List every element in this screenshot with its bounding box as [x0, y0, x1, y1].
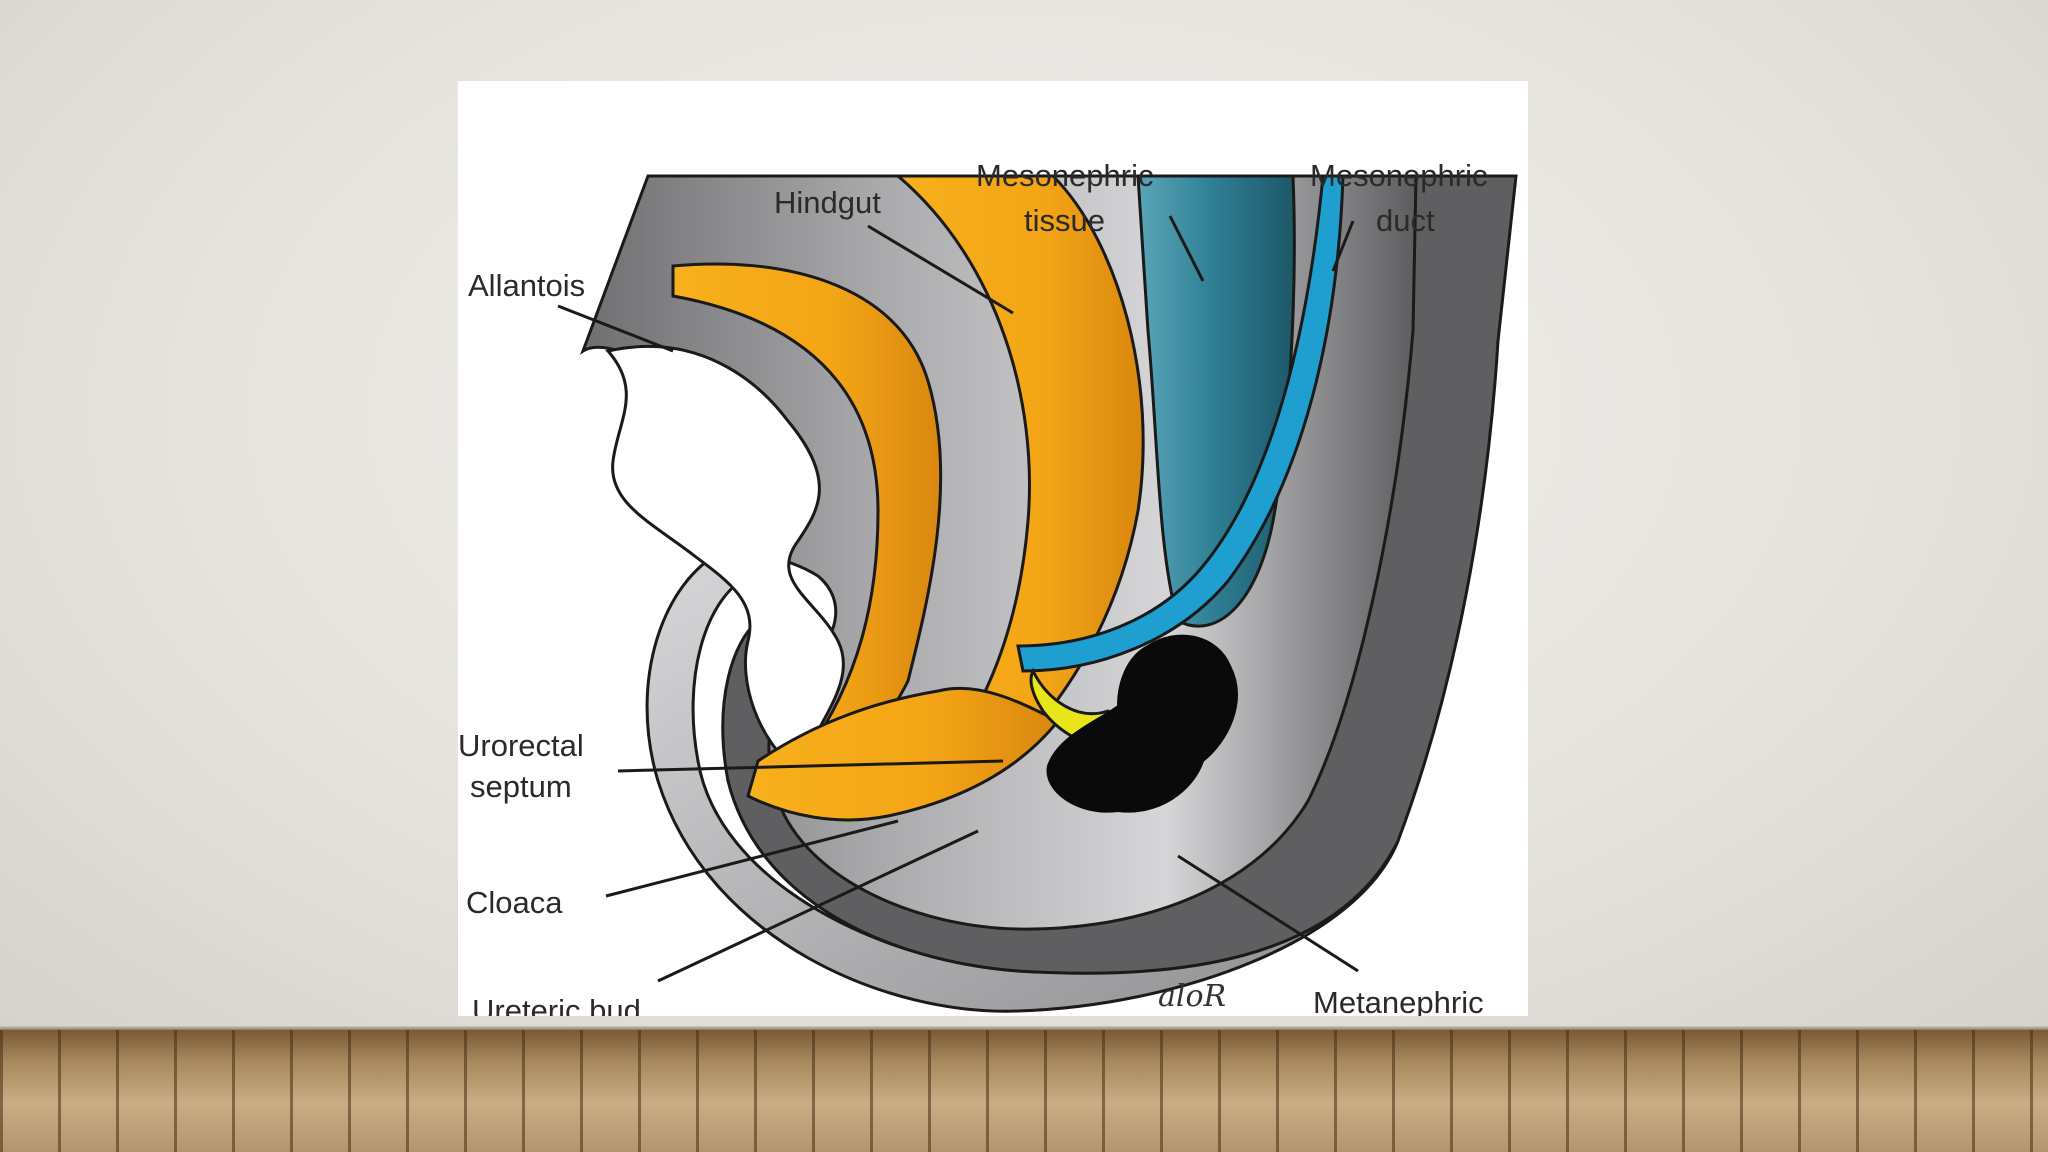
label-mesonephric-tissue-line1: Mesonephric — [976, 158, 1153, 193]
label-mesonephric-tissue-line2: tissue — [1024, 203, 1105, 238]
label-ureteric-bud: Ureteric bud — [472, 993, 641, 1016]
mesonephric-duct — [1016, 174, 1345, 673]
label-mesonephric-duct-line1: Mesonephric — [1310, 158, 1487, 193]
wooden-floor — [0, 1030, 2048, 1152]
embryology-diagram: Hindgut Mesonephric tissue Mesonephric d… — [458, 81, 1528, 1016]
leader-lines — [557, 215, 1359, 983]
label-urorectal-septum-line1: Urorectal — [458, 728, 584, 763]
artist-signature: aloR — [1158, 979, 1226, 1014]
label-mesonephric-duct-line2: duct — [1376, 203, 1435, 238]
label-urorectal-septum-line2: septum — [470, 769, 572, 804]
diagram-svg: Hindgut Mesonephric tissue Mesonephric d… — [458, 158, 1518, 1016]
label-metanephric-blastema-line1: Metanephric — [1313, 985, 1484, 1016]
floor-edge — [0, 1026, 2048, 1032]
label-cloaca: Cloaca — [466, 885, 563, 920]
label-allantois: Allantois — [468, 268, 585, 303]
label-hindgut: Hindgut — [774, 185, 881, 220]
metanephric-blastema — [1046, 634, 1238, 813]
